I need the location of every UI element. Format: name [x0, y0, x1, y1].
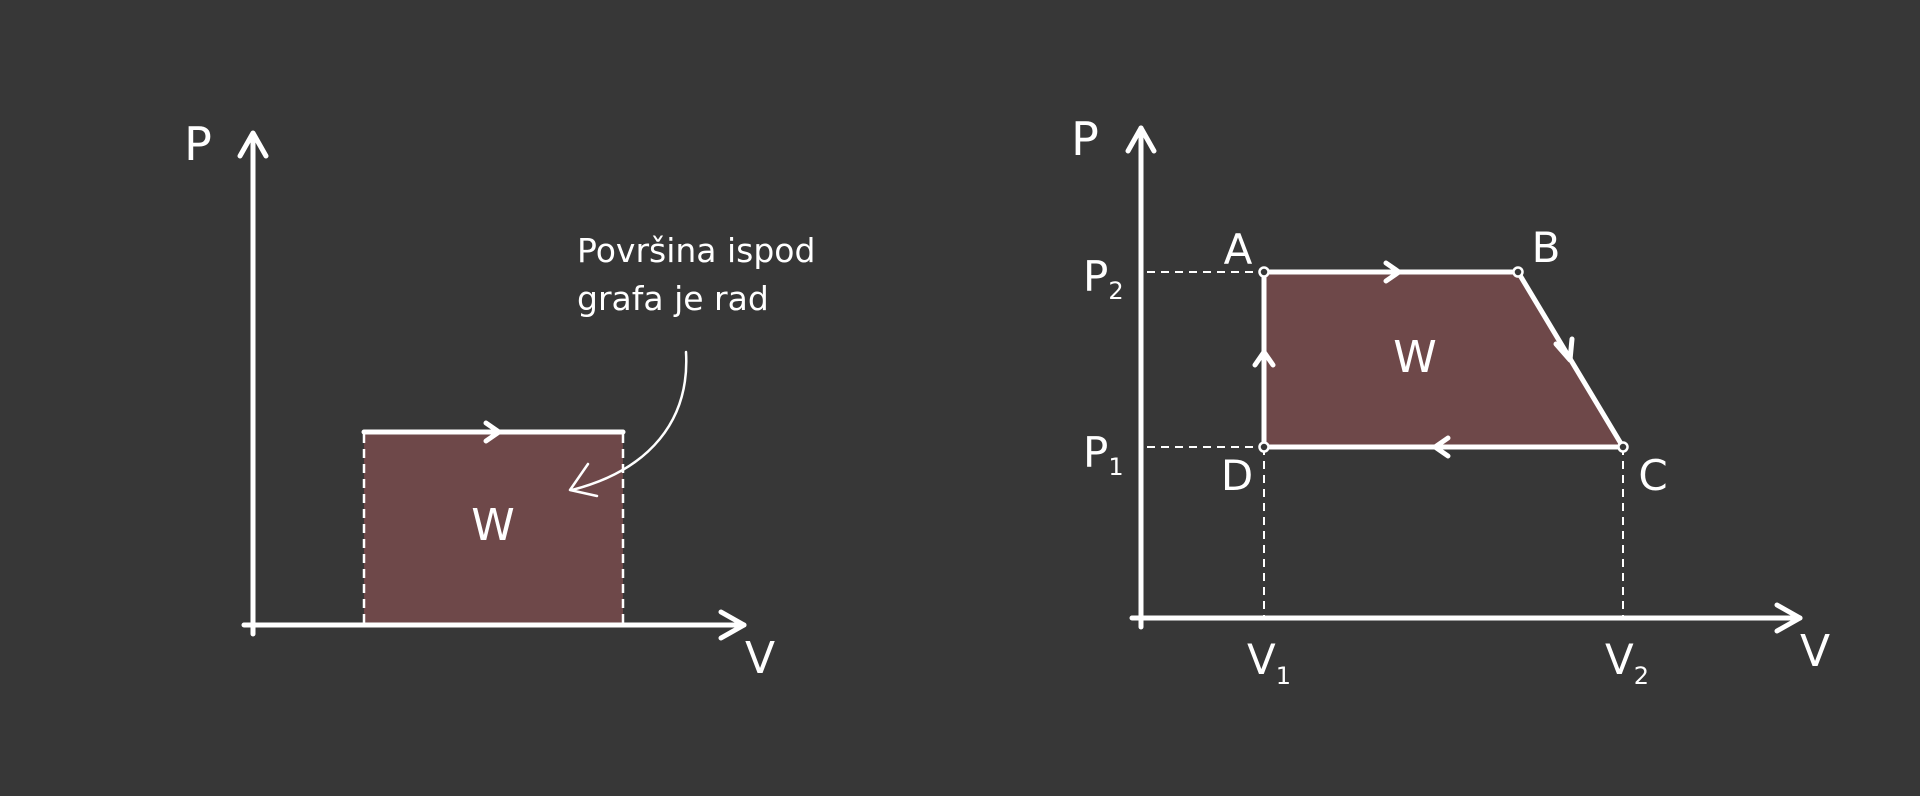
v1-label-main: V [1247, 635, 1276, 684]
p2-label: P2 [1083, 252, 1124, 305]
v1-label: V1 [1247, 635, 1291, 690]
p2-label-sub: 2 [1108, 277, 1123, 305]
point-c-label: C [1638, 451, 1667, 500]
left-x-axis-arrow-icon [718, 609, 747, 641]
annotation-line-1: Površina ispod [577, 231, 815, 270]
v1-label-sub: 1 [1276, 662, 1291, 690]
process-bc-arrow-icon [1553, 336, 1575, 363]
point-b-label: B [1532, 223, 1561, 272]
left-work-area [364, 432, 623, 625]
state-point-a [1258, 266, 1270, 278]
state-point-d [1258, 441, 1270, 453]
right-x-axis-arrow-icon [1774, 602, 1803, 634]
point-a-label: A [1224, 225, 1253, 274]
left-area-label: W [471, 500, 515, 551]
state-point-b [1512, 266, 1524, 278]
p1-label-main: P [1083, 428, 1108, 477]
annotation-line-2: grafa je rad [577, 279, 769, 318]
v2-label-main: V [1605, 635, 1634, 684]
left-pv-diagram: P V W Površina ispod grafa je rad [184, 117, 815, 684]
right-area-label: W [1393, 332, 1437, 383]
right-x-axis-label: V [1800, 626, 1830, 677]
annotation-pointer-arrowhead-icon [568, 462, 599, 498]
right-work-area [1264, 272, 1623, 447]
left-x-axis-label: V [745, 633, 775, 684]
process-ab-arrow-icon [1383, 260, 1402, 284]
process-da-arrow-icon [1252, 349, 1276, 368]
state-point-c [1617, 441, 1629, 453]
p1-label-sub: 1 [1108, 453, 1123, 481]
left-y-axis-arrow-icon [237, 130, 269, 159]
right-y-axis-label: P [1071, 112, 1099, 166]
right-y-axis-arrow-icon [1125, 125, 1157, 154]
annotation-pointer-arrow [570, 350, 688, 492]
right-pv-diagram: P V P2 P1 V1 V2 A B C D W [1071, 112, 1830, 690]
left-process-arrow-icon [483, 420, 502, 444]
point-d-label: D [1221, 451, 1253, 500]
left-y-axis-label: P [184, 117, 212, 171]
process-cd-arrow-icon [1432, 435, 1451, 459]
v2-label: V2 [1605, 635, 1649, 690]
p2-label-main: P [1083, 252, 1108, 301]
p1-label: P1 [1083, 428, 1124, 481]
v2-label-sub: 2 [1634, 662, 1649, 690]
